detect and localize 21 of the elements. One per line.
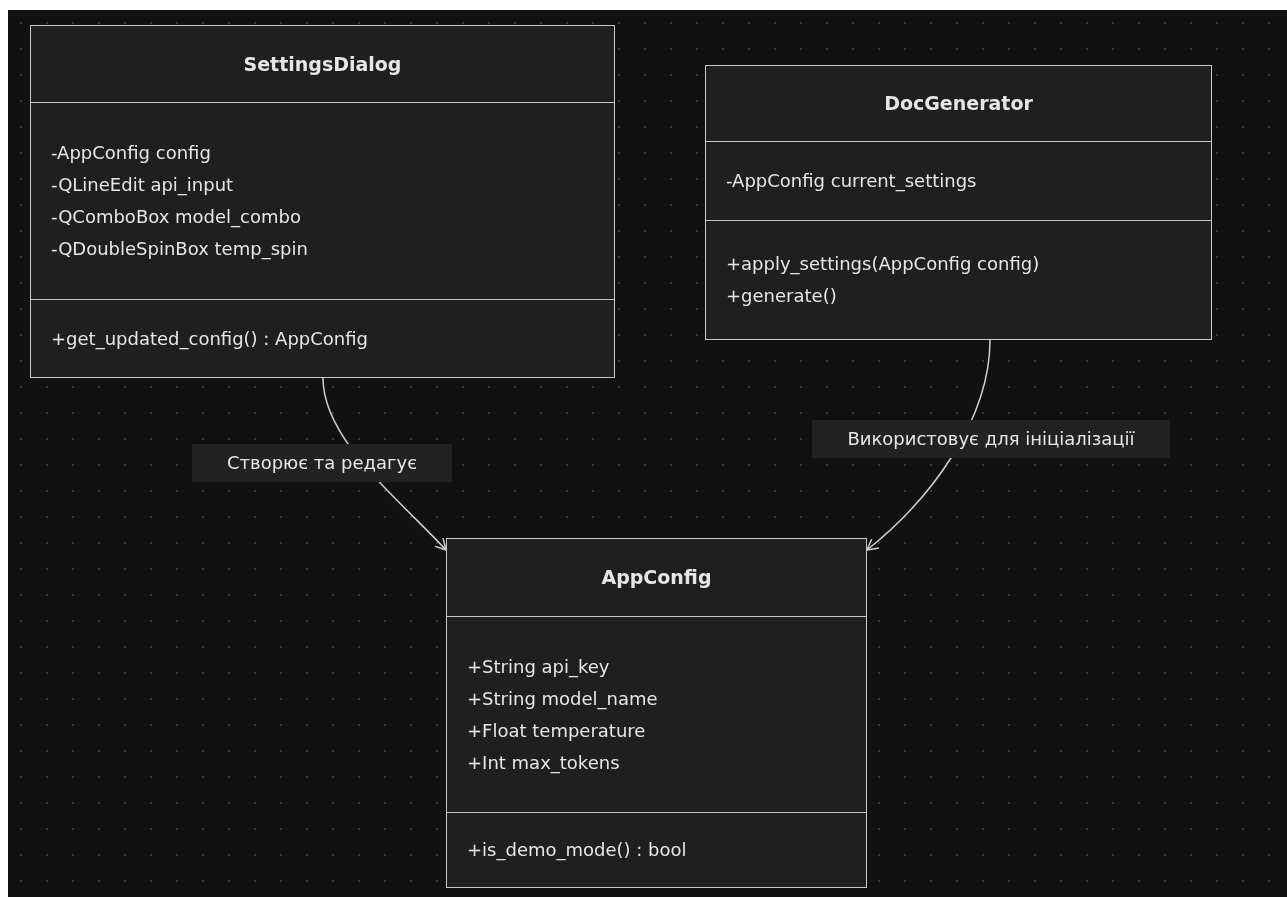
- member-text: +Int max_tokens: [467, 750, 621, 776]
- member-text: -QDoubleSpinBox temp_spin: [51, 237, 309, 262]
- member-text: -AppConfig current_settings: [726, 169, 978, 194]
- member-text: +String model_name: [467, 686, 659, 712]
- class-box: [446, 538, 867, 888]
- class-box: [705, 65, 1212, 340]
- member-text: +apply_settings(AppConfig config): [726, 252, 1041, 277]
- member-text: +get_updated_config() : AppConfig: [51, 326, 370, 352]
- member-text: -QLineEdit api_input: [51, 173, 235, 198]
- member-text: -AppConfig config: [51, 141, 212, 165]
- class-name: SettingsDialog: [243, 51, 402, 77]
- member-text: -QComboBox model_combo: [51, 205, 302, 230]
- member-text: +generate(): [726, 284, 838, 308]
- class-name: AppConfig: [601, 565, 712, 591]
- edge-label: Створює та редагує: [192, 444, 452, 482]
- member-text: +is_demo_mode() : bool: [467, 838, 688, 863]
- member-text: +String api_key: [467, 654, 611, 680]
- class-box: [30, 25, 615, 378]
- edge-label: Використовує для ініціалізації: [812, 420, 1170, 458]
- member-text: +Float temperature: [467, 718, 647, 743]
- class-name: DocGenerator: [884, 91, 1033, 117]
